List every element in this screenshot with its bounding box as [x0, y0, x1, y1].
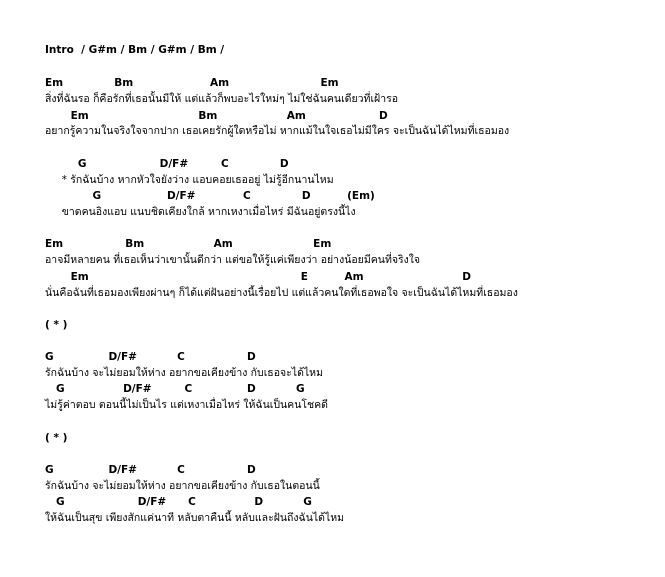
chord-line: Em Bm Am Em — [45, 77, 339, 89]
lyric-line: รักฉันบ้าง จะไม่ยอมให้ห่าง อยากขอเคียงข้… — [45, 480, 320, 492]
lyric-line: รักฉันบ้าง จะไม่ยอมให้ห่าง อยากขอเคียงข้… — [45, 367, 324, 379]
chord-line: G D/F# C D — [45, 351, 256, 363]
chord-line: Em E Am D — [45, 271, 471, 283]
lyric-line: อาจมีหลายคน ที่เธอเห็นว่าเขานั้นดีกว่า แ… — [45, 254, 421, 266]
lyric-line: ไม่รู้ค่าตอบ ตอนนี้ไม่เป็นไร แต่เหงาเมื่… — [45, 399, 328, 411]
chord-line: G D/F# C D — [45, 158, 289, 170]
chord-line: G D/F# C D G — [45, 383, 305, 395]
chorus-reference: ( * ) — [45, 319, 68, 331]
chord-line: Em Bm Am D — [45, 110, 388, 122]
chord-line: G D/F# C D G — [45, 496, 312, 508]
intro-line: Intro / G#m / Bm / G#m / Bm / — [45, 44, 225, 56]
chord-line: G D/F# C D — [45, 464, 256, 476]
lyric-line: อยากรู้ความในจริงใจจากปาก เธอเคยรักผู้ใด… — [45, 125, 510, 137]
chord-line: G D/F# C D (Em) — [45, 190, 375, 202]
chord-line: Em Bm Am Em — [45, 238, 332, 250]
lyric-line: ขาดคนอิงแอบ แนบชิดเคียงใกล้ หากเหงาเมื่อ… — [45, 206, 356, 218]
lyric-line: สิ่งที่ฉันรอ ก็คือรักที่เธอนั้นมีให้ แต่… — [45, 93, 399, 105]
lyric-line: ให้ฉันเป็นสุข เพียงสักแค่นาที หลับตาคืนน… — [45, 512, 345, 524]
lyric-line: นั่นคือฉันที่เธอมองเพียงผ่านๆ ก็ได้แต่ฝั… — [45, 287, 518, 299]
lyric-line: * รักฉันบ้าง หากหัวใจยังว่าง แอบคอยเธออย… — [45, 174, 334, 186]
chorus-reference: ( * ) — [45, 432, 68, 444]
